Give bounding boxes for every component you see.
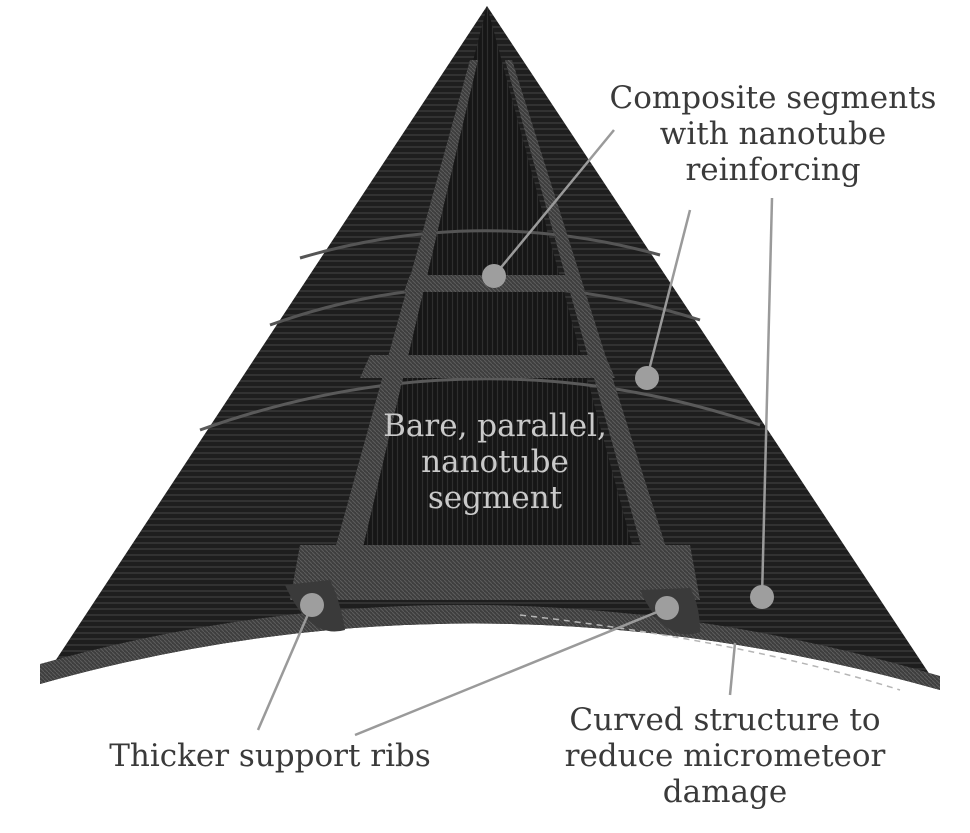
curved-base xyxy=(40,604,940,690)
thick-band xyxy=(290,545,700,600)
label-support-ribs: Thicker support ribs xyxy=(80,738,460,774)
marker-dot xyxy=(482,264,506,288)
label-line: segment xyxy=(427,480,563,516)
label-line: Thicker support ribs xyxy=(109,738,431,774)
callout-line xyxy=(256,604,314,731)
marker-dot xyxy=(750,585,774,609)
cross-band xyxy=(199,377,761,432)
callout-line xyxy=(354,606,668,737)
label-line: Bare, parallel, xyxy=(383,408,607,444)
label-line: Curved structure to xyxy=(569,702,881,738)
callout-line xyxy=(645,209,692,379)
composite-band xyxy=(360,355,615,378)
right-rib xyxy=(505,60,670,560)
callout-line xyxy=(493,129,615,277)
label-line: nanotube xyxy=(421,444,569,480)
label-line: reinforcing xyxy=(685,152,861,188)
label-line: Composite segments xyxy=(609,80,937,116)
label-bare-segment: Bare, parallel, nanotube segment xyxy=(360,408,630,516)
label-curved-structure: Curved structure to reduce micrometeor d… xyxy=(530,702,920,810)
label-line: reduce micrometeor xyxy=(564,738,886,774)
marker-dot xyxy=(300,593,324,617)
left-rib xyxy=(332,60,478,560)
cross-band xyxy=(299,229,661,260)
marker-dot xyxy=(635,366,659,390)
dashed-curve xyxy=(519,614,901,691)
label-line: damage xyxy=(662,774,788,810)
label-line: with nanotube xyxy=(659,116,887,152)
marker-dot xyxy=(655,596,679,620)
callout-line xyxy=(728,642,737,696)
label-composite-segments: Composite segments with nanotube reinfor… xyxy=(578,80,968,188)
callout-line xyxy=(760,197,774,598)
